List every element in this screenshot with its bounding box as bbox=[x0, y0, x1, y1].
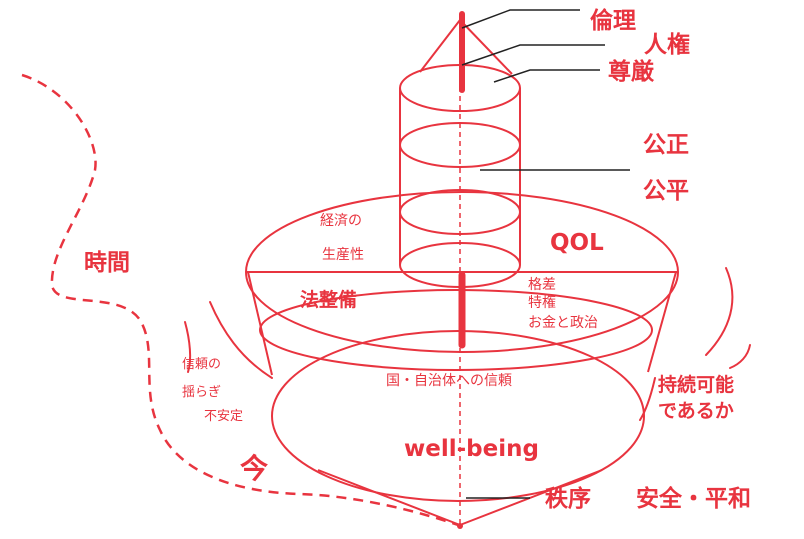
leader-jinken bbox=[461, 44, 605, 66]
label-chitsujo: 秩序 bbox=[545, 486, 591, 512]
spire-left bbox=[419, 19, 461, 73]
cone-left bbox=[317, 469, 461, 526]
arc-left-2 bbox=[209, 301, 273, 379]
leader-rinri bbox=[461, 9, 580, 29]
label-houseibi: 法整備 bbox=[300, 289, 358, 311]
label-songen: 尊厳 bbox=[608, 59, 654, 85]
bowl-ellipse bbox=[271, 330, 645, 502]
label-qol: QOL bbox=[550, 230, 604, 256]
label-kakusa-3: お金と政治 bbox=[528, 315, 598, 331]
label-kakusa-1: 格差 bbox=[528, 277, 556, 293]
label-kakusa-2: 特権 bbox=[528, 295, 556, 311]
label-rinri: 倫理 bbox=[590, 8, 636, 34]
cone-right bbox=[459, 469, 603, 526]
disk-right-side bbox=[647, 271, 677, 373]
arc-right-1 bbox=[705, 267, 734, 356]
spire-right bbox=[459, 19, 513, 75]
label-keizai-2: 生産性 bbox=[322, 247, 364, 263]
label-keizai-1: 経済の bbox=[320, 213, 362, 229]
label-ima: 今 bbox=[240, 452, 269, 485]
axis-tip bbox=[457, 523, 463, 529]
arc-right-3 bbox=[639, 377, 656, 421]
time-curve bbox=[21, 73, 459, 527]
label-wellbeing: well-being bbox=[404, 436, 539, 462]
disk-left-side bbox=[247, 271, 273, 376]
label-anzen: 安全・平和 bbox=[636, 486, 751, 512]
label-shinrai-1: 信頼の bbox=[182, 357, 222, 372]
arc-left-1 bbox=[184, 321, 192, 373]
label-shinrai-2: 揺らぎ bbox=[182, 385, 222, 400]
label-jikan: 時間 bbox=[84, 250, 130, 276]
label-kousei: 公正 bbox=[643, 132, 689, 158]
leader-songen bbox=[493, 69, 600, 83]
label-kuni: 国・自治体への信頼 bbox=[386, 373, 512, 389]
label-shinrai-3: 不安定 bbox=[204, 409, 244, 424]
label-jizoku-2: であるか bbox=[658, 400, 734, 422]
label-jinken: 人権 bbox=[644, 32, 690, 58]
label-kouhei: 公平 bbox=[643, 178, 689, 204]
disk-ellipse-mid bbox=[259, 289, 653, 371]
arc-right-2 bbox=[729, 344, 751, 369]
label-jizoku-1: 持続可能 bbox=[658, 374, 735, 396]
